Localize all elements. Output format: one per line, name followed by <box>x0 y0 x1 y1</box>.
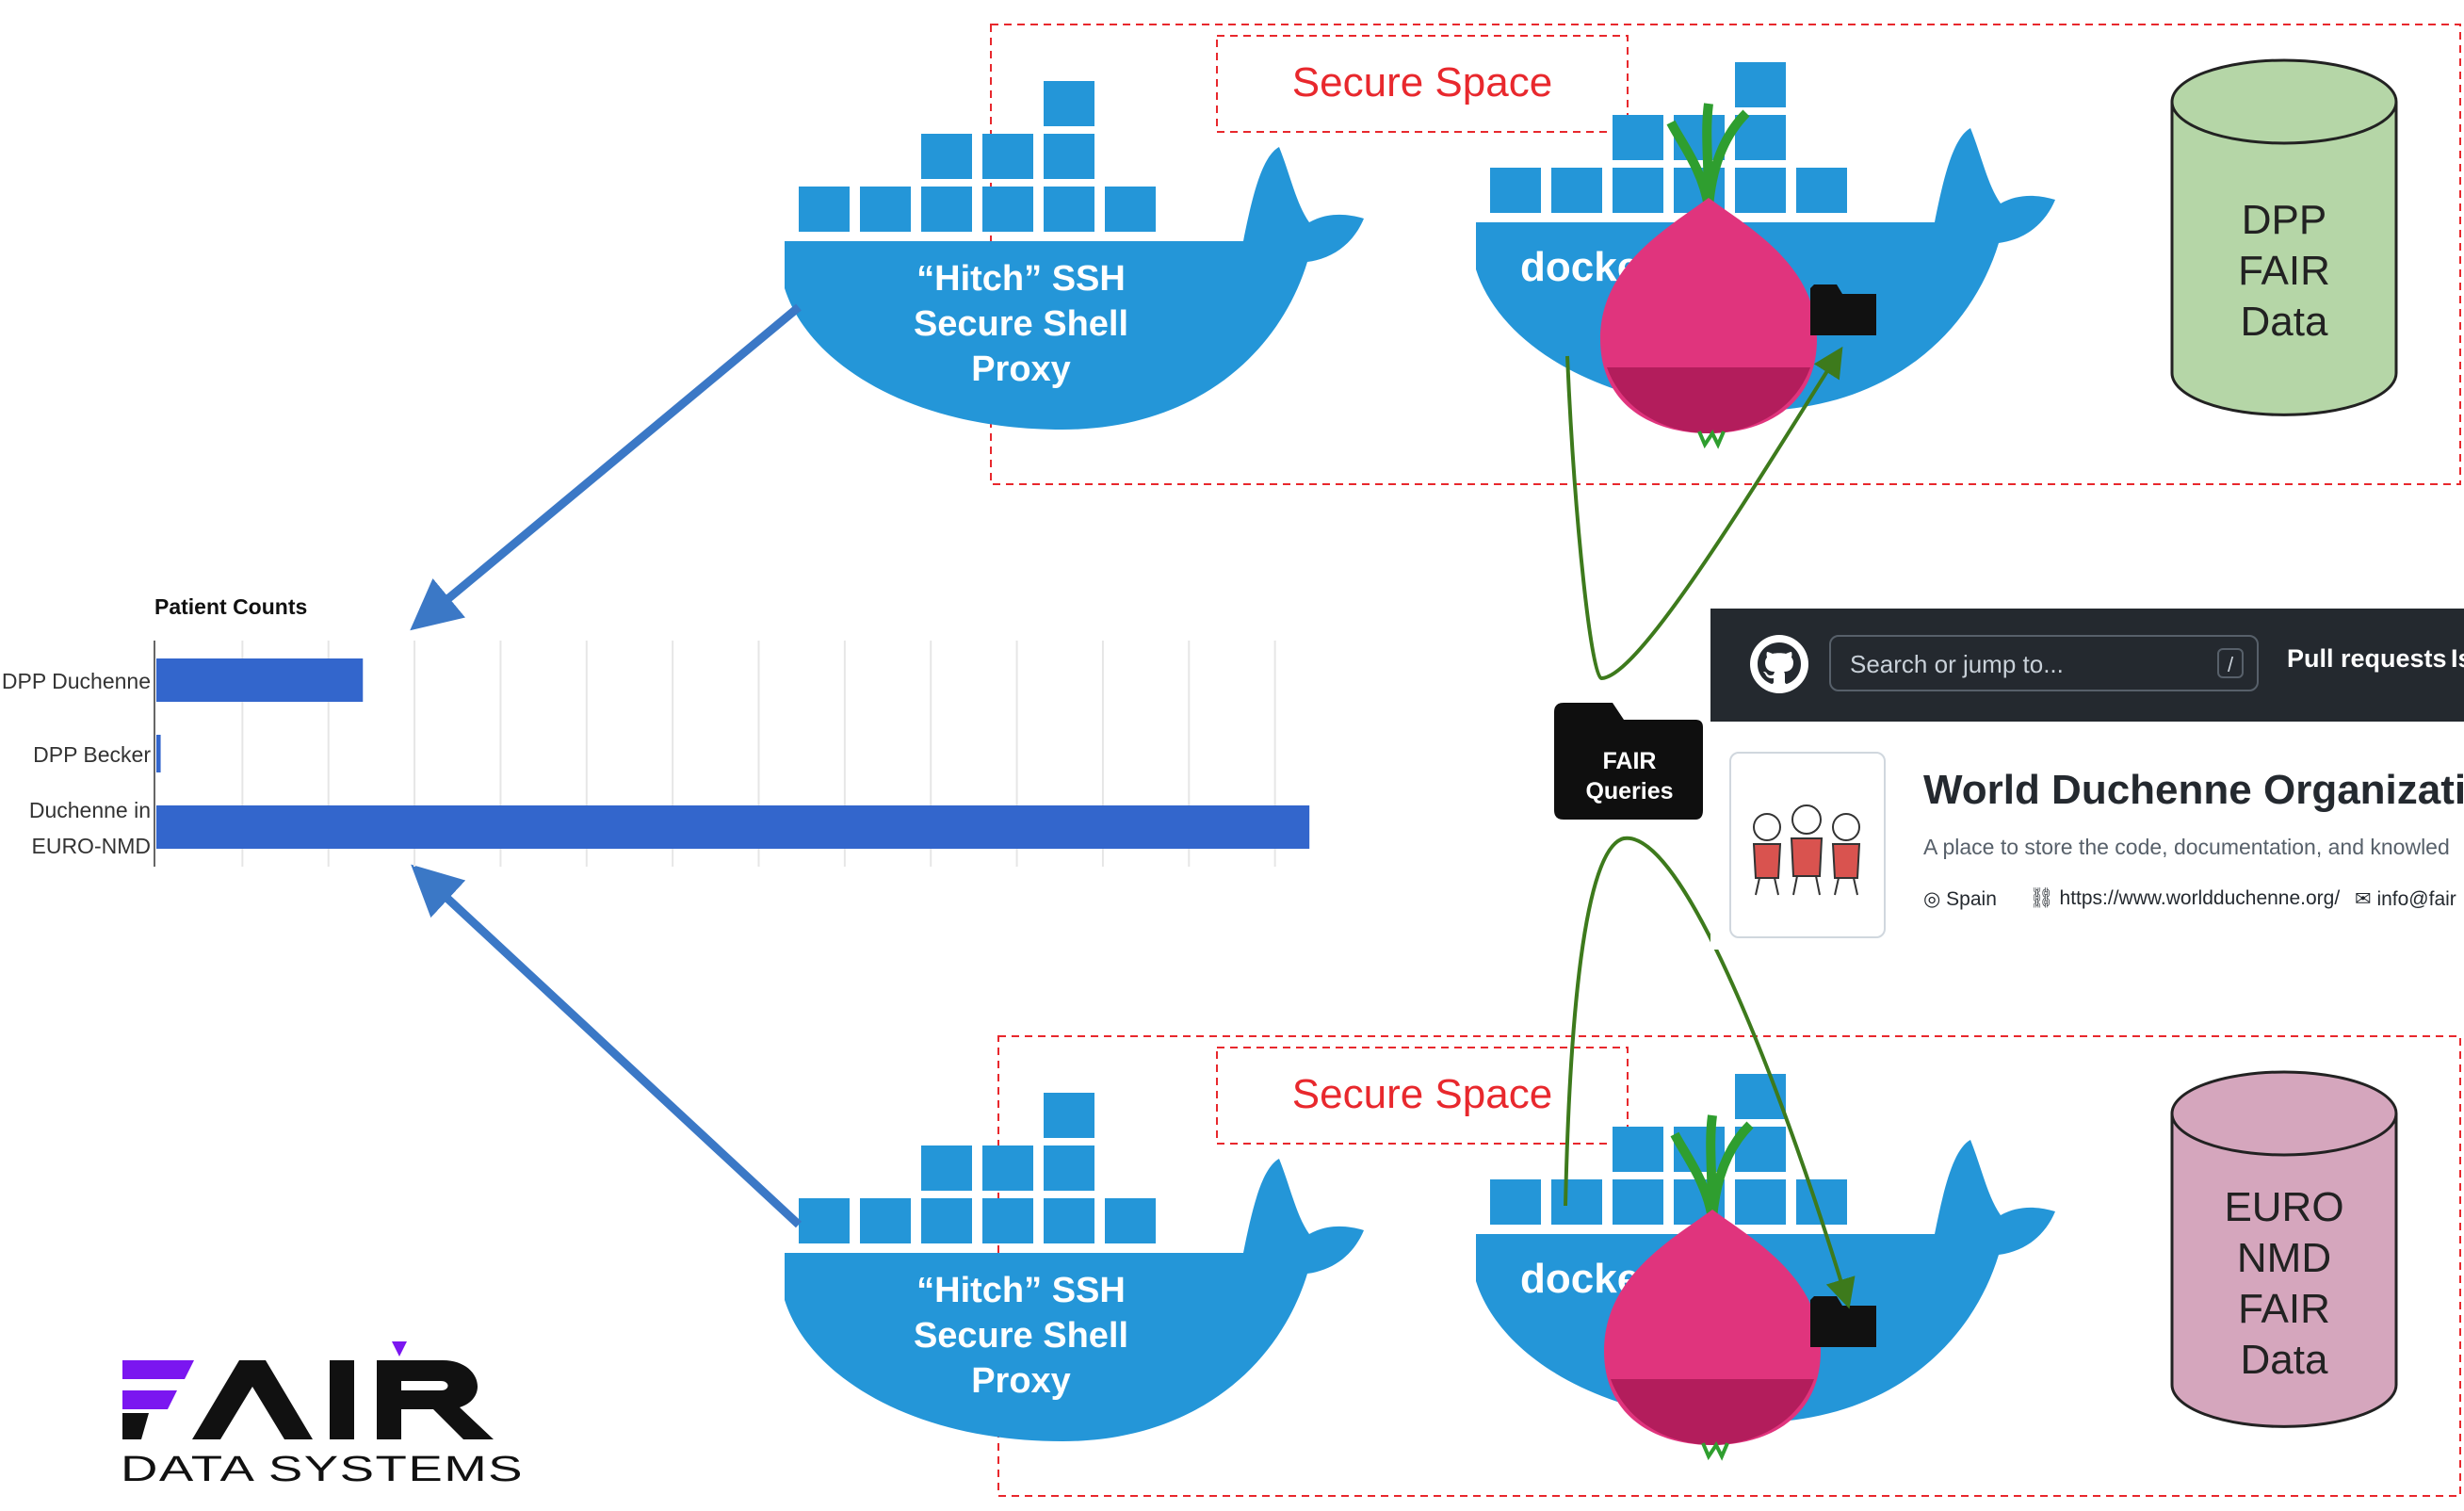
chart-bar-0 <box>156 658 364 702</box>
org-title: World Duchenne Organization <box>1923 767 2464 813</box>
link-icon: ⛓ <box>2029 887 2054 909</box>
chart-bar-2 <box>156 805 1310 849</box>
fair-data-systems-logo <box>122 1341 494 1439</box>
github-logo-icon[interactable] <box>1750 635 1808 693</box>
fair-queries-line-2: Queries <box>1585 778 1673 804</box>
database-bottom-cylinder <box>2170 1070 2398 1428</box>
chart-title: Patient Counts <box>154 594 307 619</box>
chart-category-label: DPP Becker <box>33 742 151 767</box>
database-bottom-line-1: EURO <box>2224 1184 2343 1230</box>
org-description: A place to store the code, documentation… <box>1923 835 2450 859</box>
github-search-input[interactable]: Search or jump to... / <box>1829 635 2259 691</box>
fair-queries-folder-icon <box>1554 703 1703 820</box>
secure-space-bottom-label: Secure Space <box>1292 1071 1552 1117</box>
github-nav-pull-requests[interactable]: Pull requests <box>2287 644 2447 673</box>
database-bottom-line-3: FAIR <box>2238 1286 2330 1332</box>
github-org-panel: Search or jump to... / Pull requests Is … <box>1710 609 2464 950</box>
mail-icon: ✉ <box>2355 888 2372 910</box>
org-email[interactable]: ✉ info@fair <box>2355 887 2456 911</box>
database-top-line-2: FAIR <box>2238 248 2330 294</box>
chart-category-label: Duchenne in <box>29 798 151 822</box>
org-location: ◎ Spain <box>1923 887 1997 911</box>
secure-space-top-label-box <box>1216 35 1629 133</box>
ssh-proxy-bottom-whale-icon <box>785 1093 1364 1441</box>
location-pin-icon: ◎ <box>1923 888 1941 910</box>
database-bottom-line-4: Data <box>2241 1337 2328 1383</box>
ssh-proxy-top-line-1: “Hitch” SSH <box>916 259 1126 299</box>
ssh-proxy-top-line-3: Proxy <box>971 349 1071 389</box>
chart-category-label: DPP Duchenne <box>2 669 151 693</box>
ssh-proxy-bottom-line-2: Secure Shell <box>914 1316 1128 1356</box>
org-website[interactable]: ⛓ https://www.worldduchenne.org/ <box>2029 887 2340 910</box>
flow-bottom-queries-to-docker <box>1564 836 1856 1309</box>
database-top-line-1: DPP <box>2242 197 2326 243</box>
github-search-shortcut-key: / <box>2217 648 2244 678</box>
github-search-placeholder: Search or jump to... <box>1850 650 2064 678</box>
fair-queries-line-1: FAIR <box>1603 748 1657 774</box>
database-top-line-3: Data <box>2241 299 2328 345</box>
database-bottom-line-2: NMD <box>2237 1235 2331 1281</box>
org-email-text[interactable]: info@fair <box>2376 888 2456 910</box>
secure-space-bottom-label-box <box>1216 1047 1629 1145</box>
chart-bars <box>156 658 1310 849</box>
ssh-proxy-top-line-2: Secure Shell <box>914 304 1128 344</box>
org-avatar <box>1729 752 1886 938</box>
ssh-proxy-top-whale-icon <box>785 81 1364 430</box>
arrow-top-proxy-to-chart <box>410 303 802 631</box>
logo-subtitle: DATA SYSTEMS <box>121 1450 524 1489</box>
ssh-proxy-bottom-line-1: “Hitch” SSH <box>916 1271 1126 1310</box>
github-header-bar: Search or jump to... / Pull requests Is <box>1710 609 2464 722</box>
ssh-proxy-bottom-line-3: Proxy <box>971 1361 1071 1401</box>
chart-bar-1 <box>156 735 161 772</box>
org-location-text: Spain <box>1946 888 1997 910</box>
org-website-text[interactable]: https://www.worldduchenne.org/ <box>2059 887 2341 909</box>
github-nav-issues[interactable]: Is <box>2451 644 2464 673</box>
secure-space-top-label: Secure Space <box>1292 59 1552 106</box>
arrow-bottom-proxy-to-chart <box>411 864 802 1228</box>
database-top-cylinder <box>2170 58 2398 416</box>
chart-category-label: EURO-NMD <box>32 834 152 858</box>
flow-top-docker-to-queries <box>1565 346 1843 681</box>
